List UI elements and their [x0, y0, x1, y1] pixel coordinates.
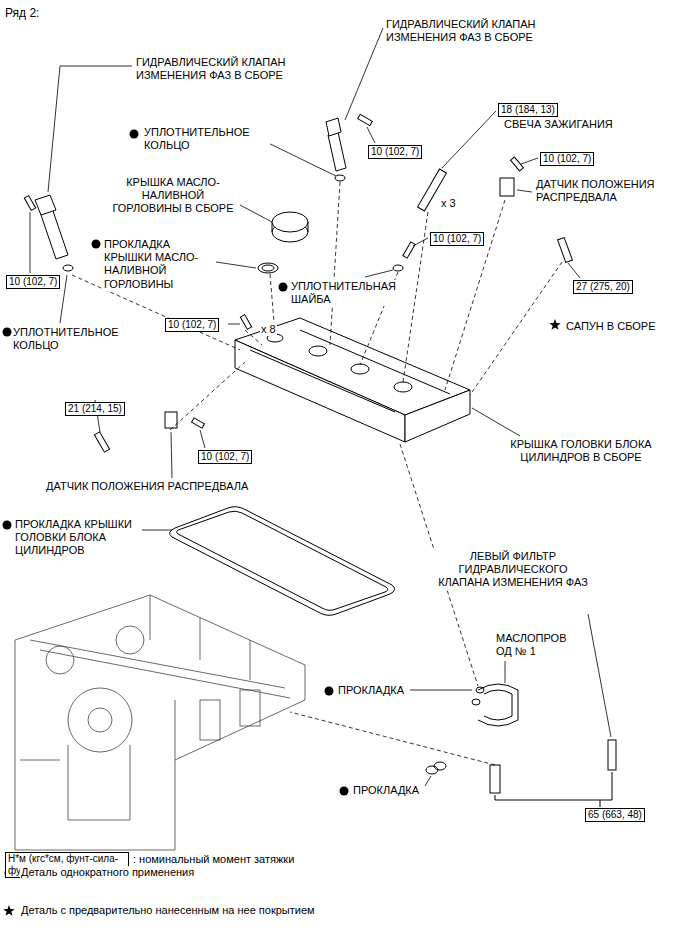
torque-box: 10 (102, 7) — [540, 152, 594, 166]
torque-box: 10 (102, 7) — [198, 450, 252, 464]
part-label: x 8 — [260, 323, 277, 336]
part-label: ГИДРАВЛИЧЕСКИЙ КЛАПАН ИЗМЕНЕНИЯ ФАЗ В СБ… — [135, 56, 302, 82]
torque-box: 18 (184, 13) — [498, 103, 558, 117]
part-label: УПЛОТНИТЕЛЬНОЕ КОЛЬЦО — [12, 326, 129, 352]
part-label: x 3 — [440, 197, 457, 210]
part-label: САПУН В СБОРЕ — [565, 320, 656, 333]
part-label: ПРОКЛАДКА — [337, 684, 405, 697]
part-label: УПЛОТНИТЕЛЬНАЯ ШАЙБА — [290, 280, 407, 306]
legend-text: Деталь однократного применения — [20, 866, 195, 879]
torque-box: 10 (102, 7) — [368, 145, 422, 159]
torque-value: 10 (102, 7) — [543, 153, 591, 165]
part-label: КРЫШКА ГОЛОВКИ БЛОКА ЦИЛИНДРОВ В СБОРЕ — [485, 438, 677, 464]
part-label: КРЫШКА МАСЛО-НАЛИВНОЙ ГОРЛОВИНЫ В СБОРЕ — [108, 176, 238, 216]
torque-value: 18 (184, 13) — [501, 104, 555, 116]
part-label: ПРОКЛАДКА КРЫШКИ МАСЛО-НАЛИВНОЙ ГОРЛОВИН… — [103, 238, 215, 291]
part-label: МАСЛОПРОВ ОД № 1 — [495, 632, 577, 658]
part-label: СВЕЧА ЗАЖИГАНИЯ — [503, 118, 614, 131]
legend-text: : номинальный момент затяжки — [132, 853, 295, 866]
torque-value: 65 (663, 48) — [588, 809, 642, 821]
torque-box: 10 (102, 7) — [165, 318, 219, 332]
torque-box: 27 (275, 20) — [573, 280, 633, 294]
torque-box: 21 (214, 15) — [65, 402, 125, 416]
torque-value: 10 (102, 7) — [9, 276, 57, 288]
page-title: Ряд 2: — [5, 6, 39, 20]
legend-text: Деталь с предварительно нанесенным на не… — [20, 904, 316, 917]
torque-value: 21 (214, 15) — [68, 403, 122, 415]
torque-value: 10 (102, 7) — [371, 146, 419, 158]
torque-value: 27 (275, 20) — [576, 281, 630, 293]
torque-value: 10 (102, 7) — [201, 451, 249, 463]
torque-box: 10 (102, 7) — [6, 275, 60, 289]
torque-box: 65 (663, 48) — [585, 808, 645, 822]
part-label: ПРОКЛАДКА КРЫШКИ ГОЛОВКИ БЛОКА ЦИЛИНДРОВ — [14, 518, 141, 558]
torque-value: 10 (102, 7) — [433, 233, 481, 245]
part-label: ДАТЧИК ПОЛОЖЕНИЯ РАСПРЕДВАЛА — [45, 480, 249, 493]
part-label: ДАТЧИК ПОЛОЖЕНИЯ РАСПРЕДВАЛА — [535, 178, 689, 204]
part-label: ЛЕВЫЙ ФИЛЬТР ГИДРАВЛИЧЕСКОГО КЛАПАНА ИЗМ… — [432, 550, 594, 590]
torque-box: 10 (102, 7) — [430, 232, 484, 246]
part-label: ГИДРАВЛИЧЕСКИЙ КЛАПАН ИЗМЕНЕНИЯ ФАЗ В СБ… — [385, 18, 559, 44]
part-label: УПЛОТНИТЕЛЬНОЕ КОЛЬЦО — [143, 126, 270, 152]
torque-value: 10 (102, 7) — [168, 319, 216, 331]
part-label: ПРОКЛАДКА — [352, 784, 420, 797]
